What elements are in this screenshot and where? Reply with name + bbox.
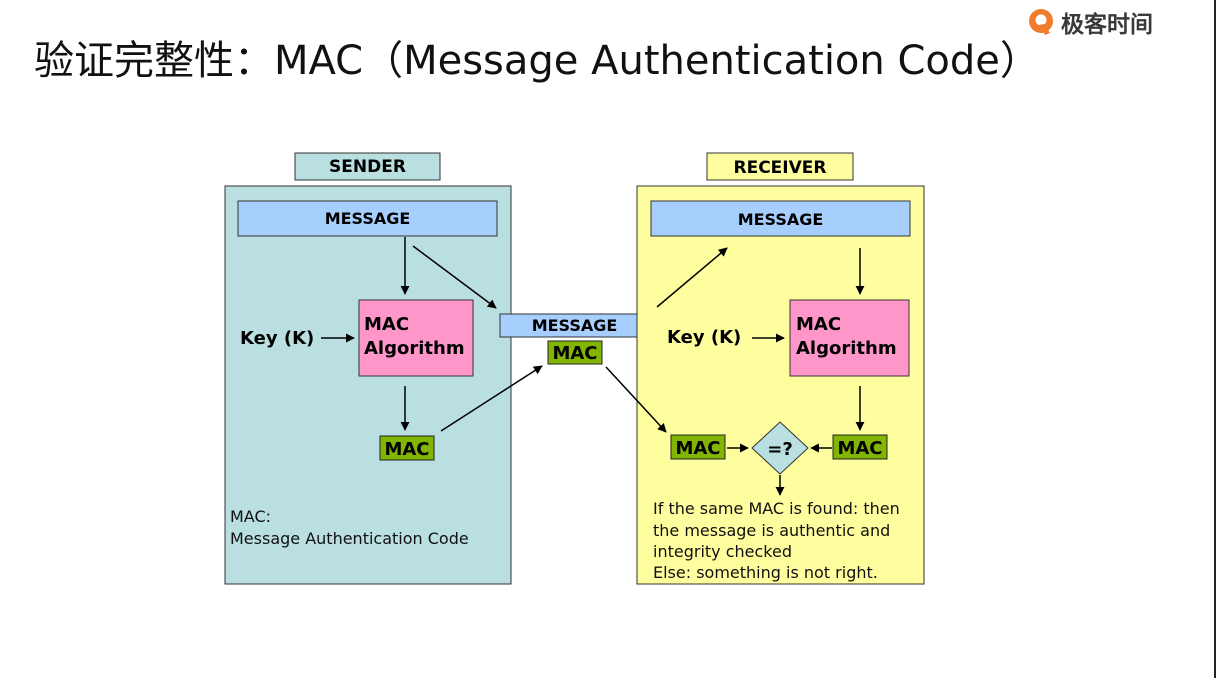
brand-name: 极客时间 (1061, 12, 1153, 38)
receiver-note-line1: If the same MAC is found: then (653, 499, 900, 518)
compare-diamond (751, 421, 809, 475)
sender-mac-algorithm-box (358, 299, 474, 377)
transit-message-label: MESSAGE (532, 316, 618, 335)
sender-message-box (237, 200, 498, 237)
transit-mac-tag-box (547, 340, 603, 365)
sender-message-label: MESSAGE (325, 209, 411, 228)
geektime-logo-icon (1029, 9, 1053, 35)
sender-panel (224, 185, 512, 585)
sender-algorithm-line2: Algorithm (364, 338, 465, 359)
receiver-header-box (706, 152, 854, 181)
receiver-algorithm-line2: Algorithm (796, 338, 897, 359)
sender-note-line2: Message Authentication Code (230, 529, 469, 548)
receiver-computed-mac: MAC (837, 438, 882, 459)
sender-mac-tag-box (379, 435, 435, 461)
receiver-note-line3: integrity checked (653, 542, 792, 561)
sender-header-box (294, 152, 441, 181)
receiver-computed-mac-box (832, 434, 888, 460)
sender-algorithm-line1: MAC (364, 314, 409, 335)
receiver-header: RECEIVER (734, 158, 827, 178)
arrow-message-to-transit (412, 245, 497, 309)
sender-header: SENDER (329, 157, 406, 177)
compare-label: =? (767, 439, 793, 460)
slide-title: 验证完整性：MAC（Message Authentication Code） (34, 38, 1040, 84)
transit-mac-tag: MAC (552, 343, 597, 364)
receiver-mac-algorithm-box (789, 299, 910, 377)
sender-note-line1: MAC: (230, 507, 271, 526)
receiver-received-mac: MAC (675, 438, 720, 459)
receiver-message-label: MESSAGE (738, 210, 824, 229)
receiver-received-mac-box (670, 434, 726, 460)
receiver-message-box (650, 200, 911, 237)
receiver-algorithm-line1: MAC (796, 314, 841, 335)
sender-key-label: Key (K) (240, 328, 314, 349)
receiver-panel (636, 185, 925, 585)
arrow-transit-mac-to-receiver (605, 366, 667, 433)
sender-mac-tag: MAC (384, 439, 429, 460)
receiver-note-line2: the message is authentic and (653, 521, 890, 540)
arrow-transit-to-receiver-message (656, 247, 728, 308)
arrow-mac-to-transit (440, 365, 543, 432)
brand: 极客时间 (1026, 4, 1153, 40)
receiver-note-line4: Else: something is not right. (653, 563, 878, 582)
slide-right-border (1214, 0, 1216, 678)
receiver-key-label: Key (K) (667, 327, 741, 348)
